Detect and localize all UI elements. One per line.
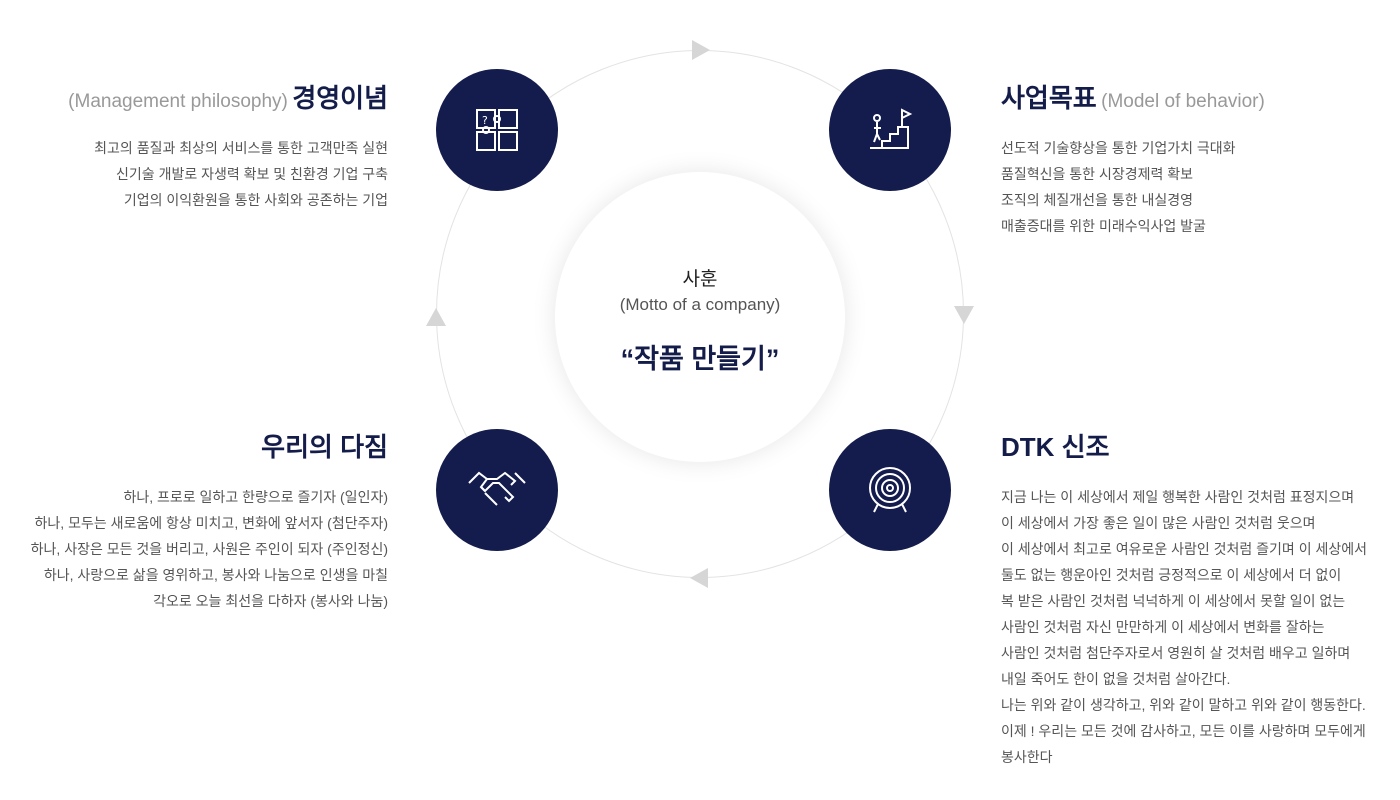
goals-title: 사업목표 [1001, 83, 1097, 113]
motto-circle: 사훈 (Motto of a company) “작품 만들기” [555, 172, 845, 462]
motto-text: “작품 만들기” [620, 344, 780, 374]
philosophy-subtitle: (Management philosophy) [68, 91, 288, 112]
list-item: 이 세상에서 최고로 여유로운 사람인 것처럼 즐기며 이 세상에서 [1001, 541, 1367, 557]
list-item: 봉사한다 [1001, 749, 1053, 765]
list-item: 하나, 모두는 새로움에 항상 미치고, 변화에 앞서자 (첨단주자) [34, 515, 388, 531]
arrow-left-icon [690, 568, 708, 588]
list-item: 품질혁신을 통한 시장경제력 확보 [1001, 166, 1193, 182]
our-pledge: 우리의 다짐 하나, 프로로 일하고 한량으로 즐기자 (일인자) 하나, 모두… [31, 427, 388, 614]
dtk-creed: DTK 신조 지금 나는 이 세상에서 제일 행복한 사람인 것처럼 표정지으며… [1001, 427, 1367, 770]
list-item: 이제 ! 우리는 모든 것에 감사하고, 모든 이를 사랑하며 모두에게 [1001, 723, 1366, 739]
list-item: 조직의 체질개선을 통한 내실경영 [1001, 192, 1193, 208]
arrow-down-icon [954, 306, 974, 324]
svg-text:?: ? [482, 114, 488, 127]
arrow-right-icon [692, 40, 710, 60]
list-item: 신기술 개발로 자생력 확보 및 친환경 기업 구축 [116, 166, 388, 182]
list-item: 사람인 것처럼 첨단주자로서 영원히 살 것처럼 배우고 일하며 [1001, 645, 1351, 661]
goals-subtitle: (Model of behavior) [1101, 91, 1265, 112]
stairs-flag-icon [829, 69, 951, 191]
list-item: 내일 죽어도 한이 없을 것처럼 살아간다. [1001, 671, 1231, 687]
pledge-title: 우리의 다짐 [261, 432, 388, 462]
list-item: 둘도 없는 행운아인 것처럼 긍정적으로 이 세상에서 더 없이 [1001, 567, 1342, 583]
handshake-icon [436, 429, 558, 551]
motto-subtitle: (Motto of a company) [619, 295, 781, 314]
target-icon [829, 429, 951, 551]
list-item: 각오로 오늘 최선을 다하자 (봉사와 나눔) [153, 593, 388, 609]
puzzle-icon: ? [436, 69, 558, 191]
list-item: 사람인 것처럼 자신 만만하게 이 세상에서 변화를 잘하는 [1001, 619, 1325, 635]
list-item: 매출증대를 위한 미래수익사업 발굴 [1001, 218, 1206, 234]
list-item: 복 받은 사람인 것처럼 넉넉하게 이 세상에서 못할 일이 없는 [1001, 593, 1346, 609]
motto-title: 사훈 [682, 269, 718, 290]
list-item: 지금 나는 이 세상에서 제일 행복한 사람인 것처럼 표정지으며 [1001, 489, 1355, 505]
list-item: 나는 위와 같이 생각하고, 위와 같이 말하고 위와 같이 행동한다. [1001, 697, 1366, 713]
philosophy-title: 경영이념 [292, 83, 388, 113]
management-philosophy: (Management philosophy) 경영이념 최고의 품질과 최상의… [68, 78, 388, 213]
creed-title: DTK 신조 [1001, 432, 1110, 462]
arrow-up-icon [426, 308, 446, 326]
list-item: 선도적 기술향상을 통한 기업가치 극대화 [1001, 140, 1236, 156]
list-item: 하나, 사장은 모든 것을 버리고, 사원은 주인이 되자 (주인정신) [30, 541, 388, 557]
list-item: 하나, 사랑으로 삶을 영위하고, 봉사와 나눔으로 인생을 마칠 [43, 567, 388, 583]
list-item: 최고의 품질과 최상의 서비스를 통한 고객만족 실현 [94, 140, 388, 156]
business-goals: 사업목표 (Model of behavior) 선도적 기술향상을 통한 기업… [1001, 78, 1265, 239]
list-item: 이 세상에서 가장 좋은 일이 많은 사람인 것처럼 웃으며 [1001, 515, 1316, 531]
list-item: 기업의 이익환원을 통한 사회와 공존하는 기업 [123, 192, 388, 208]
list-item: 하나, 프로로 일하고 한량으로 즐기자 (일인자) [123, 489, 388, 505]
